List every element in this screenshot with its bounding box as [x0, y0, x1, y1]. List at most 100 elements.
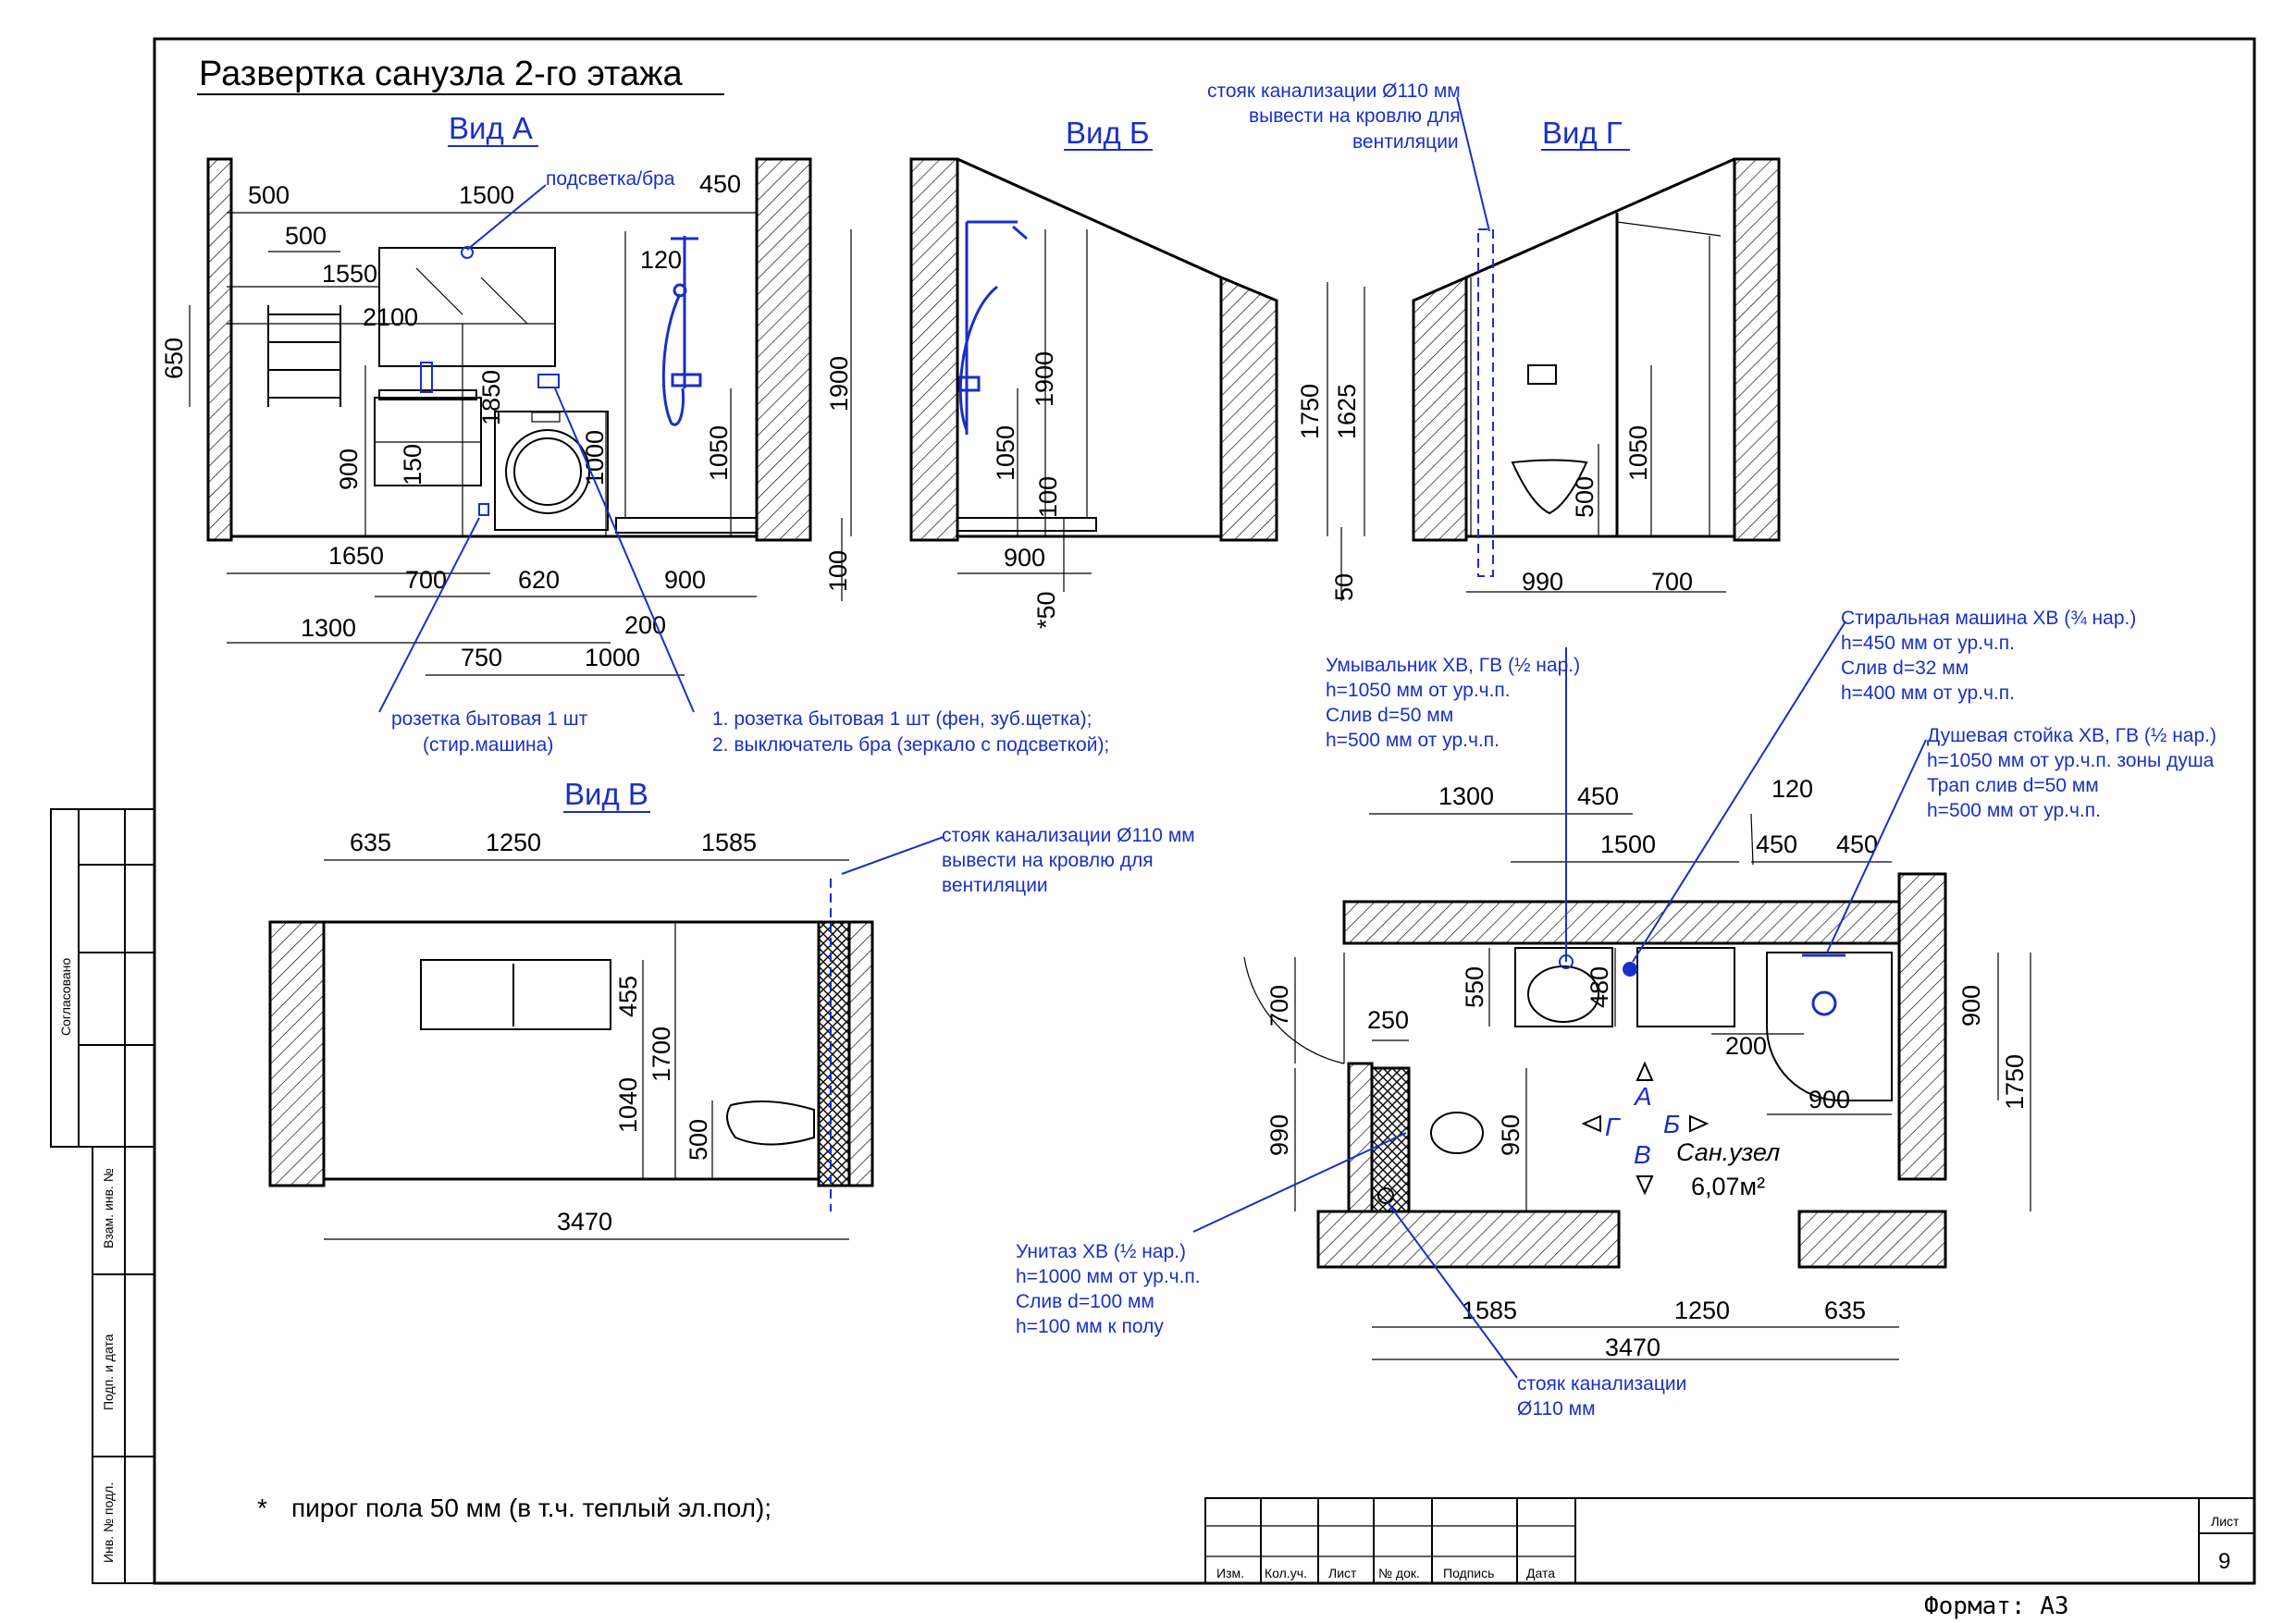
svg-text:Слив d=100 мм: Слив d=100 мм: [1016, 1291, 1154, 1312]
dim-p-10: 250: [1367, 1006, 1409, 1034]
floor-plan: А Б В Г Сан.узел 6,07м² 1300 450 1500 12…: [1016, 608, 2216, 1420]
dim-p-5: 450: [1836, 830, 1878, 858]
dim-v-5: 1040: [614, 1077, 642, 1133]
dim-g-6: 700: [1651, 568, 1693, 596]
sheet-frame: Согласовано Взам. инв. № Подп. и дата Ин…: [50, 37, 2256, 1585]
dim-v-3: 455: [614, 976, 642, 1017]
dim-g-3: 500: [1571, 476, 1599, 518]
dim-b-1: 1050: [992, 425, 1019, 481]
note-sink: Умывальник ХВ, ГВ (½ нар.) h=1050 мм от …: [1326, 647, 1580, 962]
svg-text:h=450 мм от ур.ч.п.: h=450 мм от ур.ч.п.: [1841, 633, 2015, 654]
dim-a-20: 200: [624, 611, 666, 639]
svg-text:Трап слив d=50 мм: Трап слив d=50 мм: [1927, 775, 2099, 796]
dim-p-1: 450: [1577, 782, 1619, 810]
dim-a-5: 2100: [363, 303, 418, 331]
sheet-number: 9: [2218, 1549, 2230, 1574]
marker-g: Г: [1605, 1113, 1621, 1141]
dim-p-16: 1585: [1462, 1297, 1517, 1324]
view-b: Вид Б 1900 1050 100 900 *50: [909, 116, 1278, 629]
note-riser: стояк канализации Ø110 мм: [1387, 1201, 1686, 1420]
dim-a-2: 450: [699, 170, 741, 198]
view-b-title: Вид Б: [1066, 116, 1150, 150]
dim-p-19: 3470: [1605, 1334, 1660, 1361]
view-a-title: Вид А: [449, 111, 533, 145]
dim-b-2: 100: [1034, 476, 1062, 518]
dim-a-8: 1850: [477, 370, 505, 425]
svg-text:Унитаз ХВ (½ нар.): Унитаз ХВ (½ нар.): [1016, 1241, 1186, 1262]
svg-text:Душевая стойка ХВ, ГВ (½ нар.): Душевая стойка ХВ, ГВ (½ нар.): [1927, 725, 2216, 746]
stamp-col-date: Дата: [1526, 1566, 1555, 1580]
dim-a-15: 700: [405, 566, 447, 594]
note-shower: Душевая стойка ХВ, ГВ (½ нар.) h=1050 мм…: [1826, 725, 2216, 953]
list-item-2: 2. выключатель бра (зеркало с подсветкой…: [712, 734, 1109, 756]
riser-v-line3: вентиляции: [942, 875, 1048, 896]
svg-text:h=500 мм от ур.ч.п.: h=500 мм от ур.ч.п.: [1927, 800, 2101, 821]
svg-text:Умывальник ХВ, ГВ (½ нар.): Умывальник ХВ, ГВ (½ нар.): [1326, 655, 1580, 676]
svg-text:h=1050 мм от ур.ч.п.: h=1050 мм от ур.ч.п.: [1326, 680, 1511, 701]
dim-a-7: 650: [160, 338, 188, 379]
svg-text:Ø110 мм: Ø110 мм: [1517, 1398, 1596, 1420]
dim-p-2: 1500: [1600, 830, 1656, 858]
svg-text:h=400 мм от ур.ч.п.: h=400 мм от ур.ч.п.: [1841, 682, 2015, 704]
dim-v-1: 1250: [486, 829, 541, 856]
note-toilet: Унитаз ХВ (½ нар.) h=1000 мм от ур.ч.п. …: [1016, 1132, 1407, 1337]
riser-v-line2: вывести на кровлю для: [942, 850, 1154, 871]
stamp-col-kol: Кол.уч.: [1265, 1566, 1307, 1580]
sheet-label: Лист: [2211, 1514, 2240, 1529]
dim-p-3: 120: [1771, 775, 1813, 803]
dim-a-13: 1050: [705, 425, 733, 481]
svg-text:h=500 мм от ур.ч.п.: h=500 мм от ур.ч.п.: [1326, 730, 1500, 751]
dim-g-4: 50: [1330, 573, 1358, 601]
dim-p-4: 450: [1756, 830, 1797, 858]
dim-p-15: 950: [1497, 1114, 1524, 1156]
svg-text:Слив d=32 мм: Слив d=32 мм: [1841, 658, 1969, 679]
stamp-col-izm: Изм.: [1216, 1566, 1244, 1580]
view-v-title: Вид В: [564, 777, 648, 811]
dim-p-8: 480: [1586, 966, 1613, 1008]
view-g-title: Вид Г: [1542, 116, 1623, 150]
dim-a-22: 1000: [585, 644, 640, 671]
dim-p-7: 550: [1461, 966, 1488, 1008]
dim-a-16: 620: [518, 566, 560, 594]
svg-text:h=1050 мм от ур.ч.п. зоны душа: h=1050 мм от ур.ч.п. зоны душа: [1927, 750, 2215, 771]
dim-g-0: 1750: [1296, 384, 1324, 439]
towel-rail: [267, 305, 341, 407]
riser-g-line2: вывести на кровлю для: [1249, 105, 1461, 127]
dim-p-13: 1750: [2001, 1054, 2029, 1110]
stamp-col-list: Лист: [1328, 1566, 1357, 1580]
side-label-inv: Взам. инв. №: [101, 1168, 116, 1248]
page-title: Развертка санузла 2-го этажа: [199, 55, 684, 93]
dim-p-0: 1300: [1438, 782, 1494, 810]
washing-machine: [494, 411, 609, 531]
dim-v-0: 635: [350, 829, 391, 856]
dim-a-9: 1900: [825, 356, 853, 412]
dim-v-7: 3470: [557, 1208, 612, 1236]
shower-column: [661, 236, 702, 426]
view-a: Вид А: [160, 111, 1109, 756]
riser-g-line1: стояк канализации Ø110 мм: [1207, 80, 1461, 102]
dim-a-4: 1550: [322, 260, 377, 288]
dim-a-14: 1650: [328, 542, 384, 570]
footnote: пирог пола 50 мм (в т.ч. теплый эл.пол);: [291, 1494, 772, 1522]
svg-text:Слив d=50 мм: Слив d=50 мм: [1326, 705, 1453, 726]
dim-g-5: 990: [1522, 568, 1563, 596]
stamp-col-sign: Подпись: [1443, 1566, 1494, 1580]
dim-v-2: 1585: [701, 829, 757, 856]
marker-b: Б: [1663, 1110, 1680, 1138]
marker-a: А: [1633, 1082, 1652, 1111]
view-v: Вид В 635 1250 1585 455 1700 1040 500 34…: [268, 777, 1195, 1240]
callout-socket: розетка бытовая 1 шт: [391, 708, 588, 730]
svg-text:h=1000 мм от ур.ч.п.: h=1000 мм от ур.ч.п.: [1016, 1266, 1201, 1287]
footnote-mark: *: [257, 1494, 267, 1522]
dim-g-1: 1625: [1333, 384, 1361, 439]
svg-text:h=100 мм к полу: h=100 мм к полу: [1016, 1316, 1164, 1337]
dim-a-21: 750: [461, 644, 502, 671]
dim-p-6: 700: [1265, 985, 1293, 1027]
dim-v-4: 1700: [648, 1027, 675, 1082]
dim-p-14: 990: [1265, 1114, 1293, 1156]
dim-b-3: 900: [1004, 544, 1045, 572]
callout-socket-2: (стир.машина): [423, 734, 553, 756]
side-label-sign: Подп. и дата: [101, 1334, 116, 1410]
dim-a-0: 500: [248, 181, 290, 209]
